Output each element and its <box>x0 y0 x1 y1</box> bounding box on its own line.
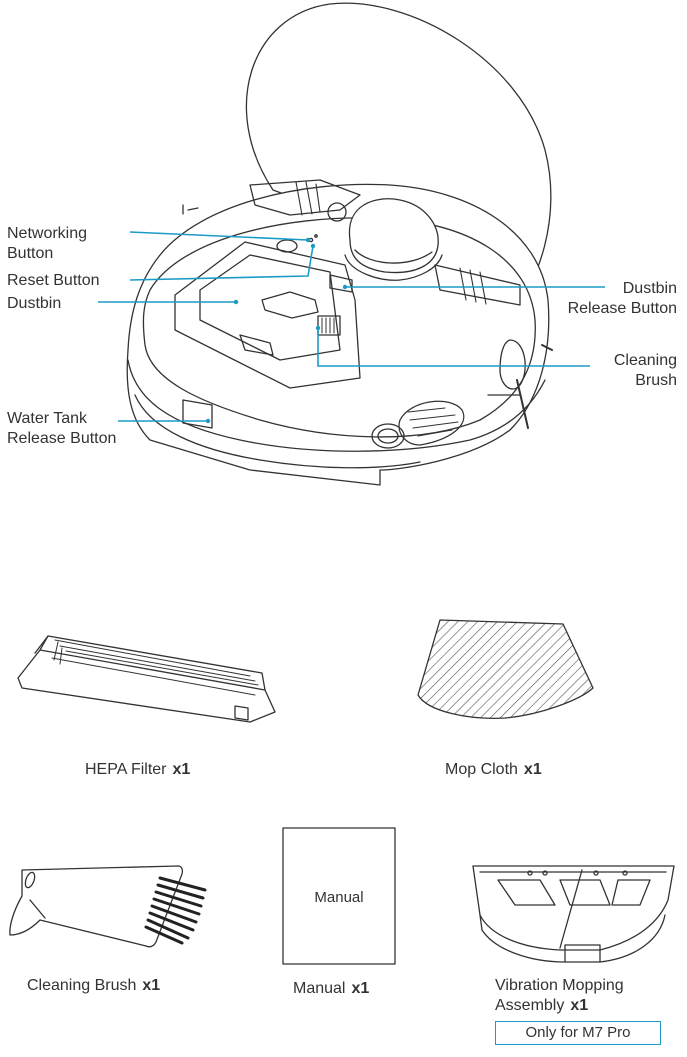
dustbin-label: Dustbin <box>7 295 62 312</box>
turret <box>348 198 439 274</box>
networking-button-label: Networking Button <box>7 225 88 262</box>
reset-button-label: Reset Button <box>7 272 100 289</box>
cleaning-brush-label: Cleaning Brush <box>613 352 677 389</box>
hepa-filter-icon <box>17 635 276 723</box>
dustbin-cover <box>174 241 361 389</box>
cleaning-brush-icon <box>9 865 207 948</box>
vibration-mopping-assembly-icon <box>472 865 675 963</box>
leader-reset <box>129 245 314 281</box>
leader-cleaning-brush <box>317 328 590 367</box>
leader-networking <box>129 231 309 241</box>
manual-cover-text: Manual <box>314 889 364 906</box>
manual-icon <box>282 827 396 965</box>
water-tank-release-button-label: Water Tank Release Button <box>7 410 117 447</box>
dustbin-release-button-label: Dustbin Release Button <box>567 280 677 317</box>
mop-cloth-icon <box>417 619 594 719</box>
m7-pro-note-badge: Only for M7 Pro <box>495 1021 661 1045</box>
